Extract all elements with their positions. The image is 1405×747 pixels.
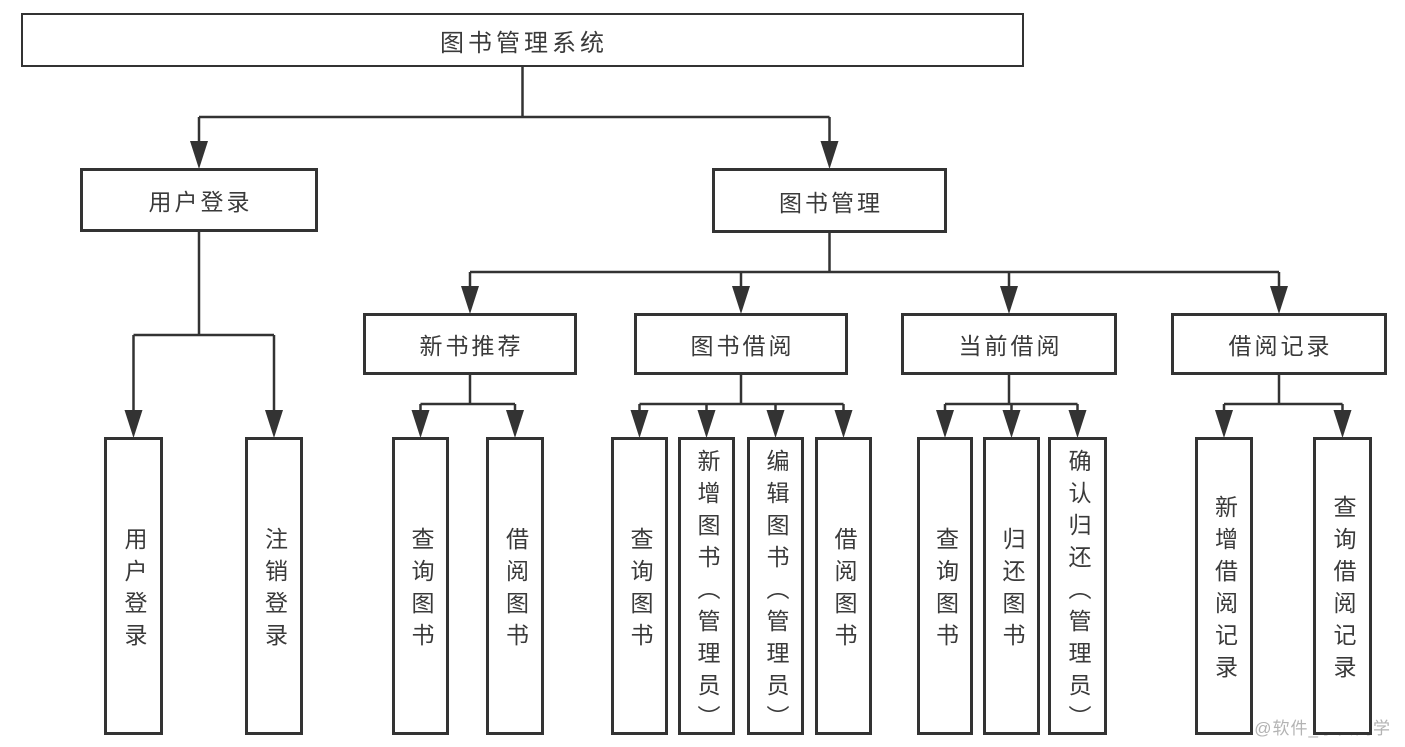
arrowhead-icon (732, 286, 750, 314)
node-borrow-books-recommend: 借阅图书 (486, 437, 544, 735)
node-add-books-admin: 新增图书（管理员） (678, 437, 735, 737)
arrowhead-icon (461, 286, 479, 314)
node-query-books-recommend: 查询图书 (392, 437, 449, 735)
arrowhead-icon (506, 410, 524, 438)
arrowhead-icon (820, 141, 839, 169)
node-user-login: 用户登录 (80, 168, 318, 232)
arrowhead-icon (265, 410, 283, 438)
arrowhead-icon (766, 410, 785, 438)
node-label: 归还图书 (999, 526, 1025, 655)
node-label: 当前借阅 (958, 333, 1063, 359)
node-label: 借阅图书 (502, 526, 529, 655)
node-label: 图书管理 (779, 189, 883, 216)
node-borrowing-records: 借阅记录 (1171, 313, 1387, 375)
node-label: 借阅记录 (1228, 333, 1333, 359)
arrowhead-icon (411, 410, 430, 438)
arrowhead-icon (1068, 410, 1087, 438)
node-logout-action: 注销登录 (245, 437, 303, 735)
node-label: 编辑图书（管理员） (763, 449, 789, 737)
node-book-management: 图书管理 (712, 168, 947, 233)
arrowhead-icon (1002, 410, 1021, 438)
node-borrow-books-borrowing: 借阅图书 (815, 437, 872, 735)
node-new-book-recommend: 新书推荐 (363, 313, 577, 375)
arrowhead-icon (630, 410, 649, 438)
arrowhead-icon (1215, 410, 1233, 438)
node-edit-books-admin: 编辑图书（管理员） (747, 437, 804, 737)
node-label: 查询图书 (408, 526, 434, 655)
node-return-books: 归还图书 (983, 437, 1040, 735)
node-label: 新增图书（管理员） (694, 449, 720, 737)
node-add-borrow-record: 新增借阅记录 (1195, 437, 1253, 735)
node-label: 图书借阅 (690, 333, 795, 359)
arrowhead-icon (124, 410, 143, 438)
arrowhead-icon (1000, 286, 1018, 314)
node-label: 用户登录 (148, 189, 253, 215)
node-label: 图书管理系统 (440, 29, 608, 57)
node-label: 注销登录 (261, 526, 288, 655)
arrowhead-icon (936, 410, 954, 438)
node-label: 查询图书 (932, 526, 959, 655)
node-query-books-current: 查询图书 (917, 437, 973, 735)
arrowhead-icon (190, 141, 208, 169)
arrowhead-icon (834, 410, 853, 438)
arrowhead-icon (1270, 286, 1288, 314)
node-book-borrowing: 图书借阅 (634, 313, 848, 375)
node-label: 用户登录 (121, 526, 147, 655)
node-label: 查询借阅记录 (1330, 494, 1356, 687)
node-label: 借阅图书 (831, 526, 857, 655)
node-label: 新书推荐 (419, 333, 524, 359)
node-root: 图书管理系统 (21, 13, 1024, 67)
arrowhead-icon (1333, 410, 1352, 438)
arrowhead-icon (697, 410, 716, 438)
node-label: 确认归还（管理员） (1065, 449, 1091, 737)
node-confirm-return-admin: 确认归还（管理员） (1048, 437, 1107, 737)
node-user-login-action: 用户登录 (104, 437, 163, 735)
node-label: 新增借阅记录 (1211, 494, 1238, 687)
node-label: 查询图书 (627, 526, 653, 655)
node-current-borrowing: 当前借阅 (901, 313, 1117, 375)
node-query-borrow-record: 查询借阅记录 (1313, 437, 1372, 735)
node-query-books-borrowing: 查询图书 (611, 437, 668, 735)
